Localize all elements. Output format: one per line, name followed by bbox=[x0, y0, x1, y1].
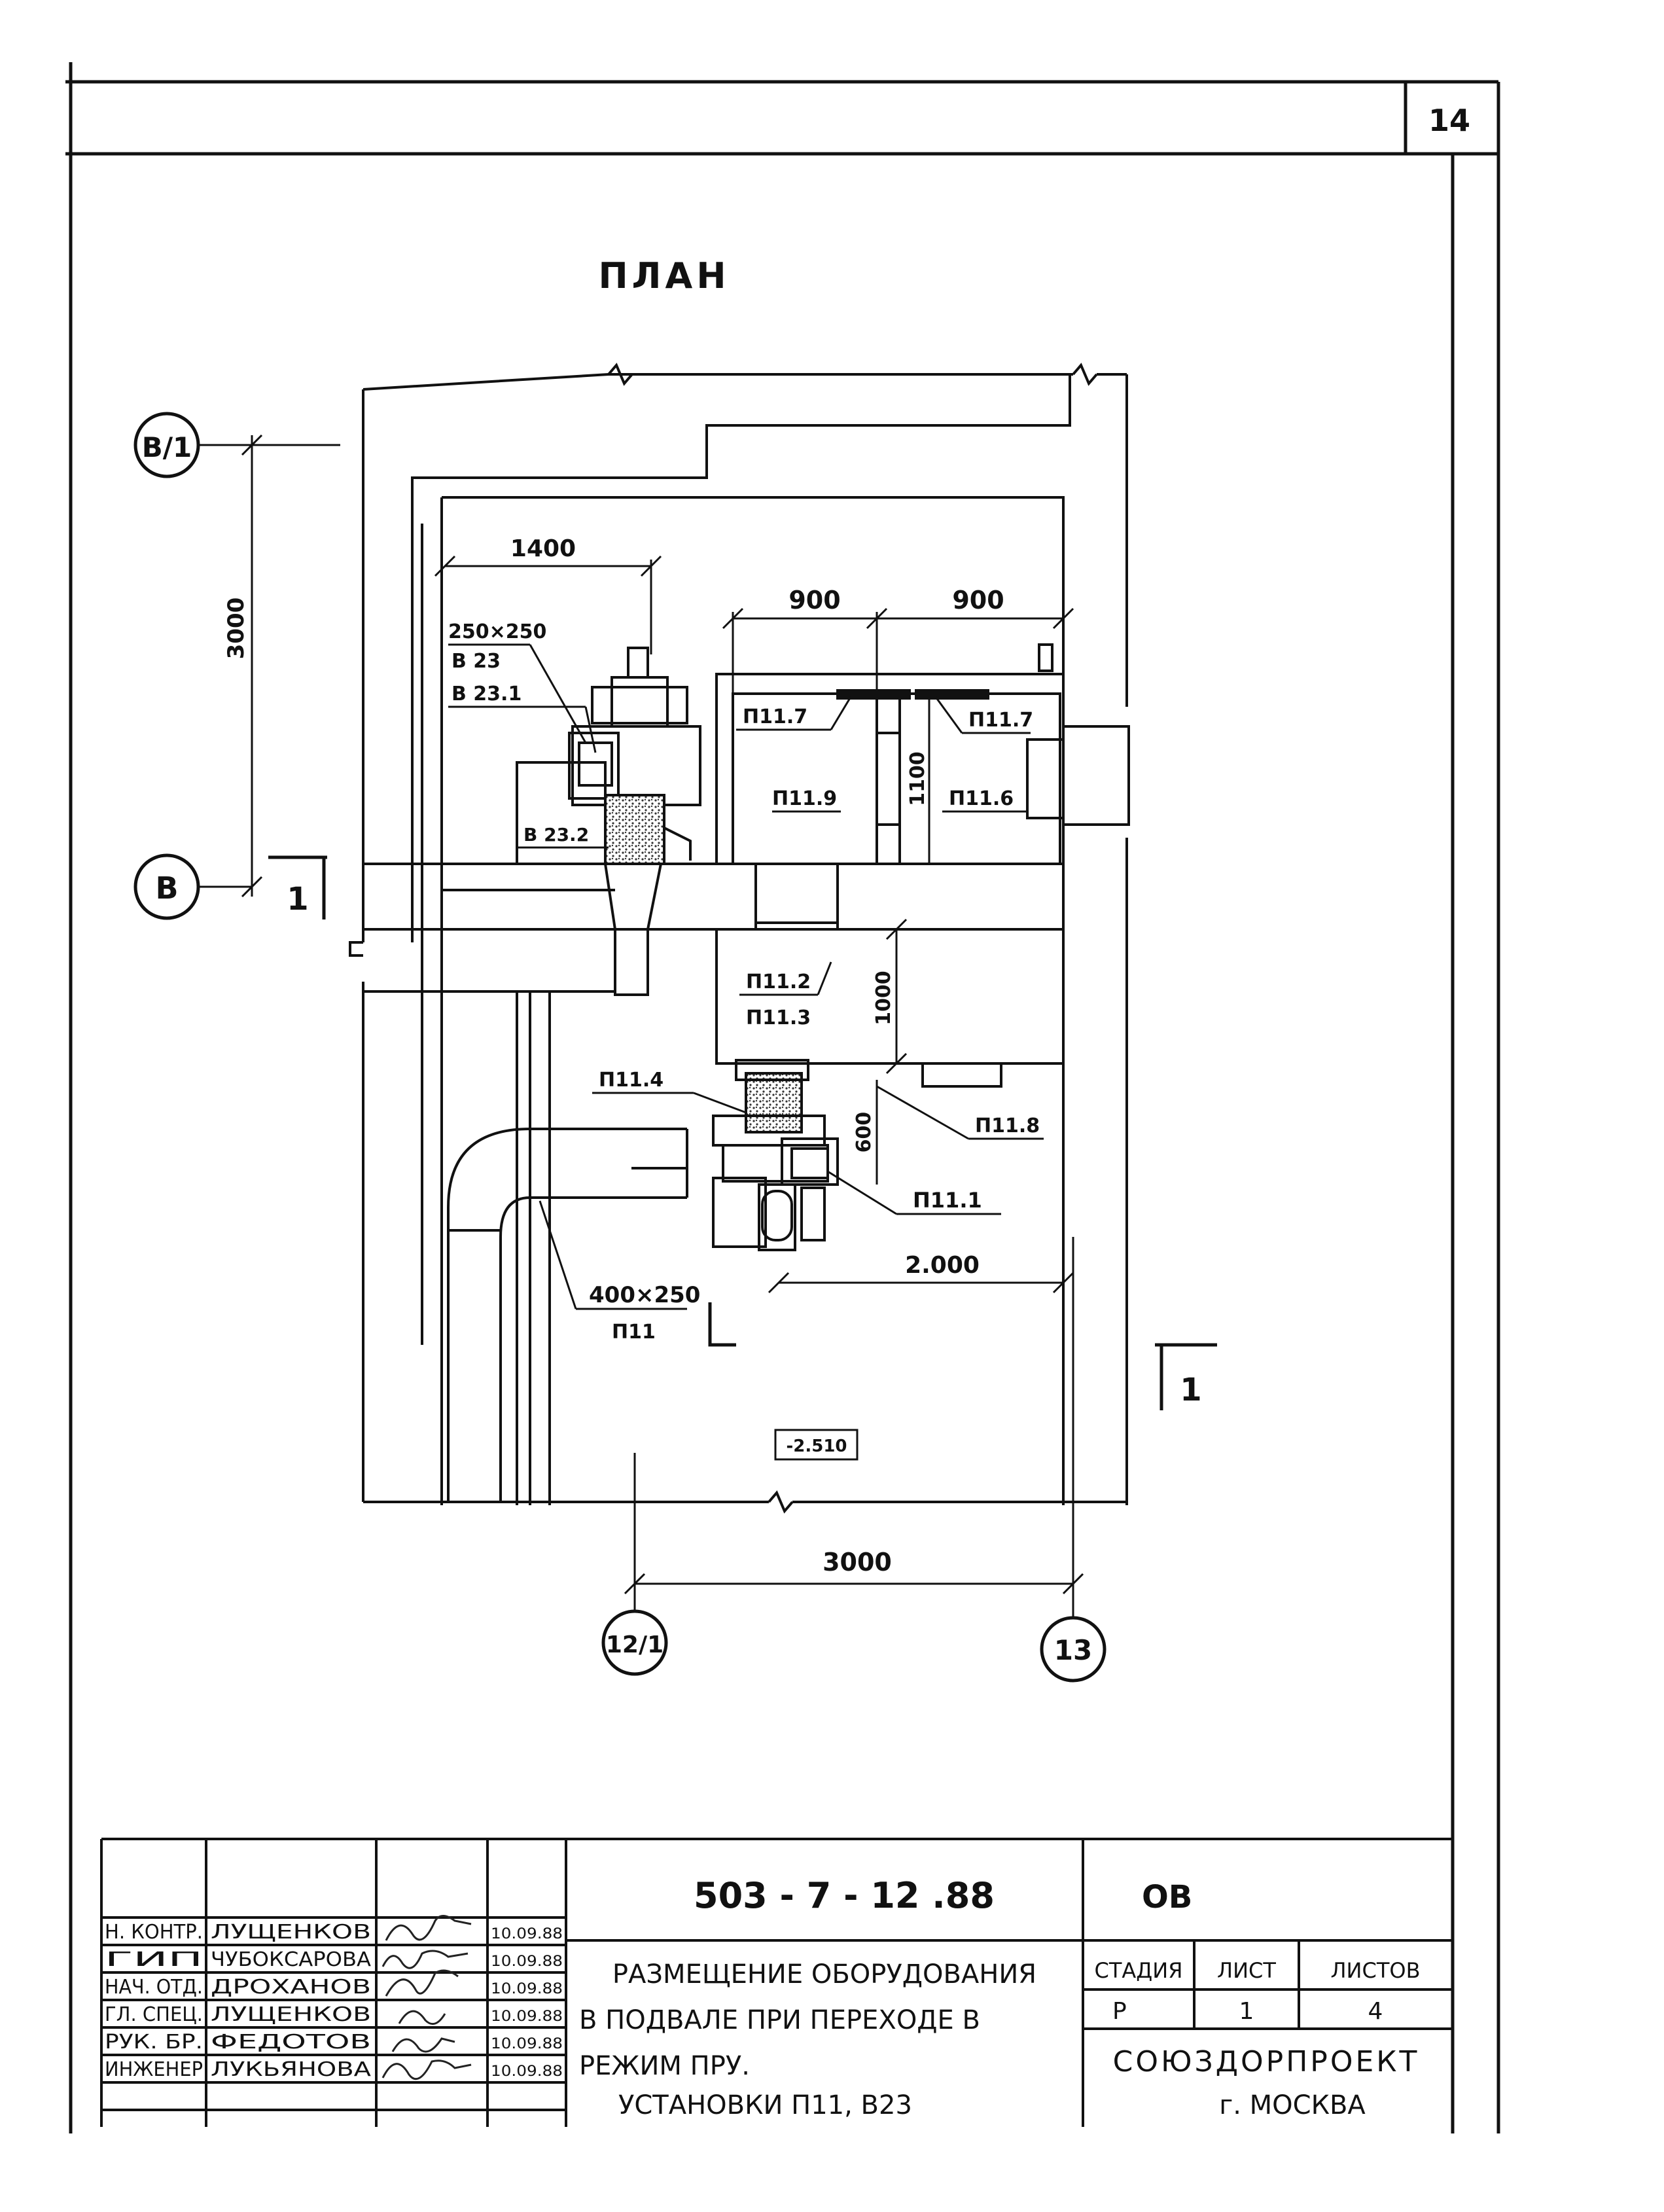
signer-row: Н. КОНТР. ЛУЩЕНКОВ 10.09.88 bbox=[105, 1915, 563, 1944]
signer-date: 10.09.88 bbox=[491, 2036, 563, 2052]
signature bbox=[385, 1915, 472, 1941]
title-block bbox=[100, 1838, 1453, 2127]
section-right-label: 1 bbox=[1180, 1372, 1201, 1408]
section-mark-left: 1 bbox=[268, 855, 327, 919]
label-p11-2: П11.2 bbox=[746, 971, 811, 993]
label-v23-1: В 23.1 bbox=[451, 683, 522, 705]
fan-unit-p11 bbox=[447, 1059, 839, 1502]
signer-name: ФЕДОТОВ bbox=[211, 2031, 371, 2054]
signer-date: 10.09.88 bbox=[491, 1926, 563, 1942]
level-mark: -2.510 bbox=[774, 1429, 859, 1461]
axis-lines bbox=[200, 444, 1074, 1616]
axis-b1-label: В/1 bbox=[142, 431, 192, 463]
signer-date: 10.09.88 bbox=[491, 2008, 563, 2025]
label-p11-1: П11.1 bbox=[913, 1188, 982, 1213]
value-sheets: 4 bbox=[1368, 1998, 1383, 2025]
signer-row: ИНЖЕНЕР ЛУКЬЯНОВА 10.09.88 bbox=[105, 2058, 563, 2081]
section-mark-right: 1 bbox=[1155, 1343, 1217, 1410]
page-number: 14 bbox=[1428, 103, 1470, 138]
signature bbox=[398, 2010, 446, 2025]
header-sheets: ЛИСТОВ bbox=[1330, 1958, 1420, 1983]
label-level: -2.510 bbox=[786, 1436, 847, 1456]
signer-date: 10.09.88 bbox=[491, 1981, 563, 1997]
dim-1000: 1000 bbox=[872, 971, 895, 1026]
signer-date: 10.09.88 bbox=[491, 2063, 563, 2080]
signer-role: РУК. БР. bbox=[105, 2031, 203, 2054]
label-v23: В 23 bbox=[451, 650, 501, 673]
dim-1400: 1400 bbox=[510, 535, 576, 562]
title-line-3: РЕЖИМ ПРУ. bbox=[579, 2051, 750, 2081]
value-stage: Р bbox=[1112, 1998, 1127, 2025]
label-duct-400: 400×250 bbox=[589, 1282, 700, 1308]
signer-name: ЛУЩЕНКОВ bbox=[211, 1921, 371, 1944]
axis-marker-b1: В/1 bbox=[133, 412, 200, 478]
label-p11-4: П11.4 bbox=[599, 1069, 664, 1092]
header-stage: СТАДИЯ bbox=[1095, 1958, 1183, 1983]
sheet-frame bbox=[65, 62, 1500, 2133]
signer-role: ИНЖЕНЕР bbox=[105, 2058, 203, 2081]
axis-12-1-label: 12/1 bbox=[606, 1632, 664, 1658]
signer-row: ГИП ЧУБОКСАРОВА 10.09.88 bbox=[105, 1948, 563, 1971]
signer-role: ГЛ. СПЕЦ. bbox=[105, 2003, 203, 2026]
signer-row: НАЧ. ОТД. ДРОХАНОВ 10.09.88 bbox=[105, 1969, 563, 1999]
axis-marker-12-1: 12/1 bbox=[601, 1609, 668, 1676]
dim-900-left: 900 bbox=[788, 586, 840, 615]
dim-3000-vertical: 3000 bbox=[223, 598, 249, 660]
signer-role: ГИП bbox=[105, 1948, 203, 1971]
dim-900-right: 900 bbox=[952, 586, 1004, 615]
header-sheet: ЛИСТ bbox=[1217, 1958, 1276, 1983]
axis-marker-b: В bbox=[133, 853, 200, 920]
equipment-rooms bbox=[715, 643, 1130, 1088]
label-p11-9: П11.9 bbox=[772, 787, 837, 810]
signature bbox=[391, 2037, 455, 2053]
signature bbox=[381, 1950, 469, 1969]
drawing-part: ОВ bbox=[1142, 1879, 1192, 1916]
signer-row: ГЛ. СПЕЦ. ЛУЩЕНКОВ 10.09.88 bbox=[105, 2003, 563, 2026]
fan-unit-v23 bbox=[516, 647, 701, 996]
corner-mark bbox=[708, 1302, 736, 1347]
org-city: г. МОСКВА bbox=[1219, 2090, 1366, 2120]
label-p11: П11 bbox=[612, 1321, 656, 1344]
signer-name: ДРОХАНОВ bbox=[211, 1976, 371, 1999]
title-line-1: РАЗМЕЩЕНИЕ ОБОРУДОВАНИЯ bbox=[612, 1959, 1036, 1989]
dim-1100: 1100 bbox=[906, 751, 929, 806]
label-p11-8: П11.8 bbox=[975, 1115, 1040, 1137]
title-line-2: В ПОДВАЛЕ ПРИ ПЕРЕХОДЕ В bbox=[579, 2005, 980, 2035]
signature bbox=[381, 2060, 472, 2080]
value-sheet: 1 bbox=[1239, 1998, 1254, 2025]
signer-date: 10.09.88 bbox=[491, 1953, 563, 1970]
signer-name: ЧУБОКСАРОВА bbox=[211, 1948, 372, 1971]
dim-2000: 2.000 bbox=[905, 1252, 980, 1279]
dim-600: 600 bbox=[853, 1112, 876, 1153]
axis-b-label: В bbox=[155, 870, 178, 906]
signature bbox=[385, 1969, 459, 1997]
org-name: СОЮЗДОРПРОЕКТ bbox=[1113, 2045, 1420, 2078]
signer-role: НАЧ. ОТД. bbox=[105, 1976, 203, 1999]
label-p11-7b: П11.7 bbox=[968, 709, 1033, 732]
dimension-lines bbox=[241, 434, 1084, 1610]
plan-title: ПЛАН bbox=[598, 255, 730, 296]
building-walls bbox=[349, 363, 1128, 1514]
label-duct-250: 250×250 bbox=[448, 620, 546, 643]
label-p11-6: П11.6 bbox=[949, 787, 1014, 810]
axis-marker-13: 13 bbox=[1040, 1616, 1106, 1683]
drawing-code: 503 - 7 - 12 .88 bbox=[694, 1875, 995, 1916]
signer-name: ЛУКЬЯНОВА bbox=[211, 2058, 372, 2081]
signer-role: Н. КОНТР. bbox=[105, 1921, 203, 1944]
label-p11-3: П11.3 bbox=[746, 1007, 811, 1029]
section-left-label: 1 bbox=[287, 881, 308, 918]
signer-row: РУК. БР. ФЕДОТОВ 10.09.88 bbox=[105, 2031, 563, 2054]
label-v23-2: В 23.2 bbox=[523, 824, 589, 846]
leader-lines bbox=[448, 643, 1044, 1310]
axis-13-label: 13 bbox=[1054, 1634, 1092, 1666]
title-line-4: УСТАНОВКИ П11, В23 bbox=[618, 2090, 912, 2120]
dim-3000-bottom: 3000 bbox=[823, 1548, 892, 1577]
label-p11-7a: П11.7 bbox=[743, 705, 807, 728]
signer-name: ЛУЩЕНКОВ bbox=[211, 2003, 371, 2026]
